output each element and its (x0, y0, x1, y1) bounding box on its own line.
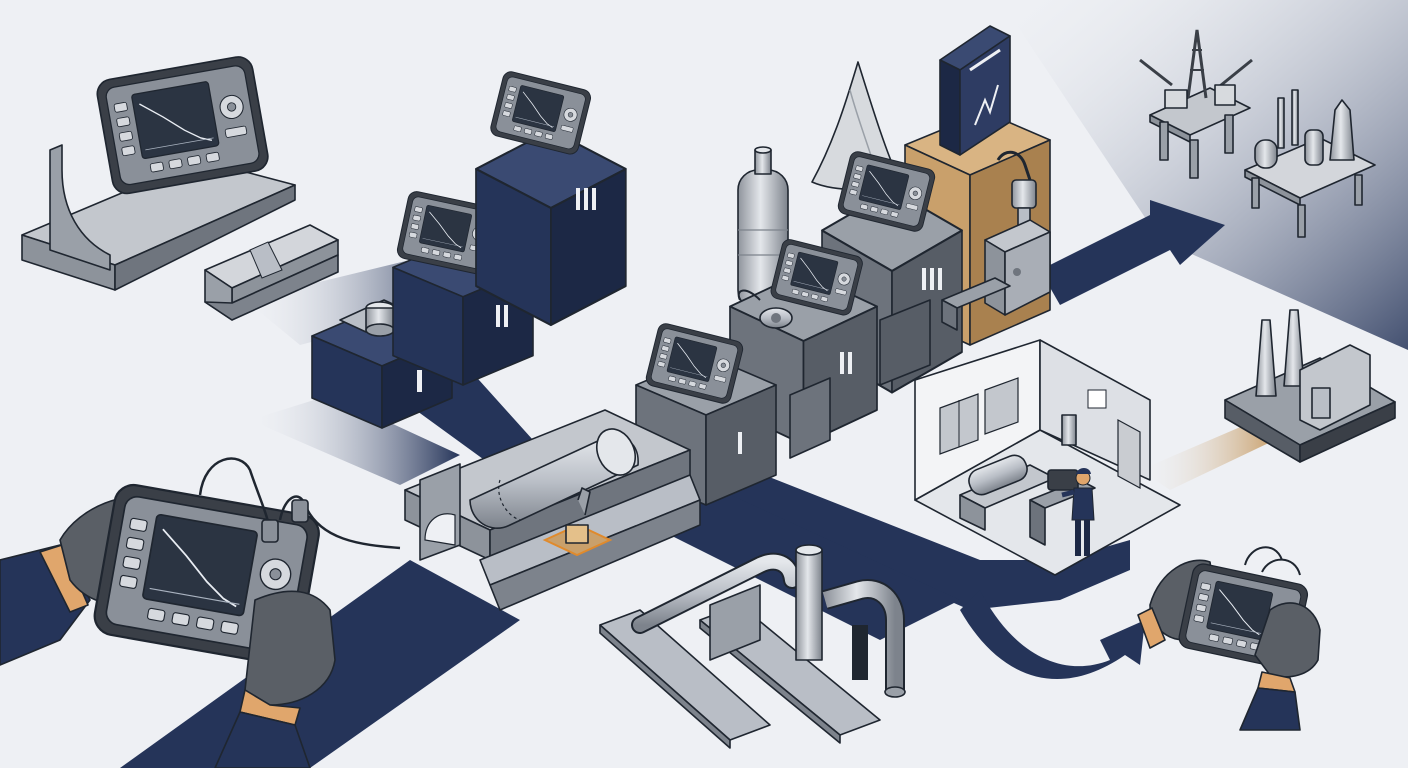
arrow-to-field (960, 590, 1145, 680)
right-operator-hand (214, 590, 336, 768)
connector-bar (941, 277, 1011, 331)
block-large-marks (576, 188, 596, 210)
pipework-assembly (599, 544, 906, 749)
power-plant-icon (1224, 309, 1396, 463)
arrow-to-offshore (1040, 200, 1225, 305)
control-cabinet (984, 219, 1051, 316)
field-right-hand (1239, 602, 1321, 731)
transducer-probe (737, 289, 793, 329)
block-grey-low-mark (738, 432, 742, 454)
manual-book-icon (939, 25, 1011, 156)
offshore-platform-icon (1139, 29, 1253, 179)
angle-weld-specimen (204, 224, 339, 321)
left-device-cables (198, 457, 401, 550)
field-device-cables (1244, 546, 1301, 576)
inspection-lab-icon (914, 339, 1181, 576)
block-grey-mid-marks (840, 352, 852, 374)
step-connector (789, 299, 931, 459)
sky-gradient (1000, 0, 1408, 350)
weld-coupon (542, 487, 613, 557)
block-grey-top-marks (922, 268, 942, 290)
block-medium-marks (496, 305, 508, 327)
pipe-icon (469, 428, 639, 529)
technician-figure (1061, 468, 1095, 556)
refinery-icon (1244, 89, 1376, 238)
block-large (474, 128, 627, 327)
